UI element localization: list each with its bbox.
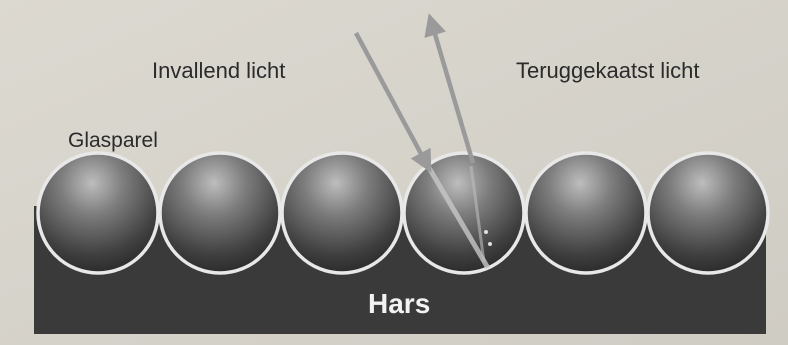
incident-light-arrow bbox=[354, 31, 432, 173]
glass-beads bbox=[36, 151, 770, 275]
glass-bead bbox=[524, 151, 648, 275]
glass-bead-highlighted bbox=[402, 151, 526, 275]
resin-label: Hars bbox=[368, 288, 431, 319]
glass-bead bbox=[280, 151, 404, 275]
reflected-light-arrow bbox=[424, 13, 476, 164]
reflected-light-label: Teruggekaatst licht bbox=[516, 58, 700, 83]
glass-bead bbox=[646, 151, 770, 275]
glass-bead bbox=[36, 151, 160, 275]
glass-bead bbox=[158, 151, 282, 275]
glass-bead-label: Glasparel bbox=[68, 129, 158, 152]
incident-light-label: Invallend licht bbox=[152, 58, 286, 83]
internal-light-path bbox=[425, 164, 492, 270]
